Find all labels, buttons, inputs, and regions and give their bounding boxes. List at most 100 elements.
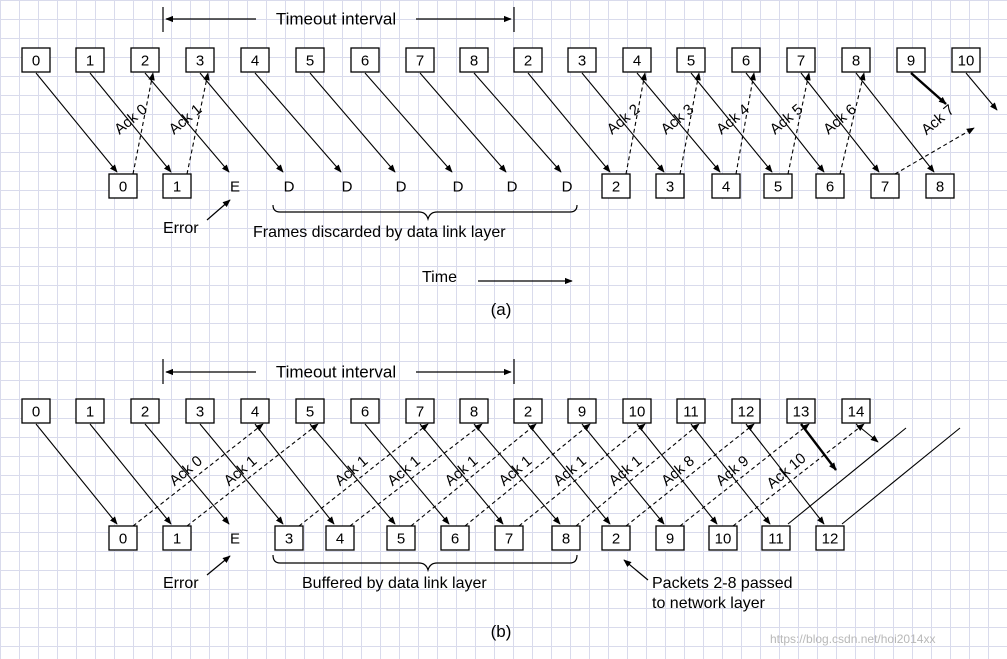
passed-label-line2: to network layer (652, 595, 766, 612)
sender-frame-b-5-outline (295, 398, 325, 424)
receiver-frame-a-0-outline (108, 173, 138, 199)
ack-label-a-3: Ack 3 (658, 101, 698, 138)
sender-frame-a-17: 10 (951, 47, 981, 73)
receiver-frame-b-1: 1 (162, 525, 192, 551)
sender-frame-a-13-label: 6 (742, 53, 750, 70)
timeout-label: Timeout interval (276, 10, 396, 29)
frame-arrow-a-16 (910, 72, 947, 105)
error-annotation-b: Error (163, 555, 231, 592)
sender-frame-b-1: 1 (75, 398, 105, 424)
sender-frame-b-12-outline (676, 398, 706, 424)
receiver-frame-a-0: 0 (108, 173, 138, 199)
receiver-frame-b-0-label: 0 (119, 531, 127, 548)
sender-frame-b-4: 4 (240, 398, 270, 424)
sender-frame-a-15-outline (841, 47, 871, 73)
sender-frame-a-11-label: 4 (633, 53, 641, 70)
receiver-frame-a-13-outline (815, 173, 845, 199)
sender-frame-a-4: 4 (240, 47, 270, 73)
sender-frame-b-15-outline (841, 398, 871, 424)
sender-frame-b-11-label: 10 (629, 404, 646, 421)
receiver-frame-b-12-outline (761, 525, 791, 551)
receiver-frame-b-4-label: 4 (336, 531, 344, 548)
sender-frame-b-3-outline (185, 398, 215, 424)
buffer-brace (272, 554, 578, 573)
sender-frame-a-2-outline (130, 47, 160, 73)
sender-frame-b-9-outline (513, 398, 543, 424)
receiver-frame-b-10: 9 (655, 525, 685, 551)
ack-continuation-b-0 (787, 427, 907, 525)
sender-frame-b-10-label: 9 (578, 404, 586, 421)
sender-frame-b-7: 7 (405, 398, 435, 424)
panel-a: Timeout interval Error Frames discarded … (162, 7, 578, 319)
sender-frame-b-1-label: 1 (86, 404, 94, 421)
frame-arrow-a-11 (636, 72, 721, 173)
sender-frame-b-0: 0 (21, 398, 51, 424)
sender-frame-b-7-label: 7 (416, 404, 424, 421)
sender-frame-a-15-label: 8 (852, 53, 860, 70)
receiver-frame-a-9-outline (601, 173, 631, 199)
sender-frame-b-3-label: 3 (196, 404, 204, 421)
sender-frame-a-2: 2 (130, 47, 160, 73)
receiver-frame-b-13: 12 (815, 525, 845, 551)
receiver-frame-b-4: 4 (325, 525, 355, 551)
buffer-label: Buffered by data link layer (302, 575, 487, 592)
receiver-frame-b-6: 6 (440, 525, 470, 551)
receiver-frame-a-1: 1 (162, 173, 192, 199)
discard-marker-a-4: D (342, 179, 353, 196)
receiver-frame-b-3: 3 (274, 525, 304, 551)
sender-frame-b-5-label: 5 (306, 404, 314, 421)
receiver-frame-b-11-label: 10 (715, 531, 732, 548)
sender-frame-a-10: 3 (567, 47, 597, 73)
sender-frame-b-12-label: 11 (683, 404, 699, 421)
sender-frame-a-16: 9 (896, 47, 926, 73)
frame-arrow-b-10 (581, 423, 665, 525)
sender-frame-b-8: 8 (459, 398, 489, 424)
caption-b: (b) (491, 622, 512, 641)
sender-frame-a-11: 4 (622, 47, 652, 73)
sender-frame-b-4-outline (240, 398, 270, 424)
ack-arrow-a-7 (894, 127, 975, 175)
receiver-frame-a-1-outline (162, 173, 192, 199)
sender-frame-b-5: 5 (295, 398, 325, 424)
receiver-frame-b-7: 7 (494, 525, 524, 551)
receiver-frame-b-9-outline (601, 525, 631, 551)
discard-label: Frames discarded by data link layer (253, 224, 506, 241)
receiver-frame-b-8-outline (551, 525, 581, 551)
receiver-frame-b-4-outline (325, 525, 355, 551)
receiver-frame-b-11: 10 (708, 525, 738, 551)
ack-arrow-a-5 (787, 72, 811, 175)
sender-frame-a-7-label: 7 (416, 53, 424, 70)
error-annotation-a: Error (163, 199, 231, 237)
ack-arrow-b-8 (625, 423, 755, 527)
sender-frame-a-2-label: 2 (141, 53, 149, 70)
sender-frame-a-17-outline (951, 47, 981, 73)
receiver-frame-b-13-label: 12 (822, 531, 839, 548)
receiver-frame-a-10-label: 3 (666, 179, 674, 196)
sender-frame-b-13: 12 (731, 398, 761, 424)
receiver-frame-b-11-outline (708, 525, 738, 551)
receiver-frame-a-10-outline (655, 173, 685, 199)
sender-frame-a-9-label: 2 (524, 53, 532, 70)
receiver-frame-a-13: 6 (815, 173, 845, 199)
receiver-frame-b-10-outline (655, 525, 685, 551)
frame-arrow-b-14 (800, 423, 837, 471)
frame-arrow-b-15 (855, 423, 879, 443)
sender-frame-b-0-label: 0 (32, 404, 40, 421)
ack-arrow-b-6 (518, 423, 646, 527)
sender-frame-b-14-outline (786, 398, 816, 424)
receiver-frame-a-10: 3 (655, 173, 685, 199)
receiver-frame-a-12: 5 (763, 173, 793, 199)
receiver-frame-a-9-label: 2 (612, 179, 620, 196)
receiver-frame-a-1-label: 1 (173, 179, 181, 196)
sender-frame-a-14: 7 (786, 47, 816, 73)
sender-frame-b-3: 3 (185, 398, 215, 424)
frame-arrow-b-2 (144, 423, 230, 525)
ack-arrow-b-10 (732, 423, 865, 527)
sender-frame-a-6-outline (350, 47, 380, 73)
sender-frame-a-16-outline (896, 47, 926, 73)
sender-frame-a-3: 3 (185, 47, 215, 73)
sender-frame-a-13-outline (731, 47, 761, 73)
sender-frame-b-11-outline (622, 398, 652, 424)
ack-continuation-b-1 (841, 427, 961, 525)
error-pointer (206, 199, 231, 221)
